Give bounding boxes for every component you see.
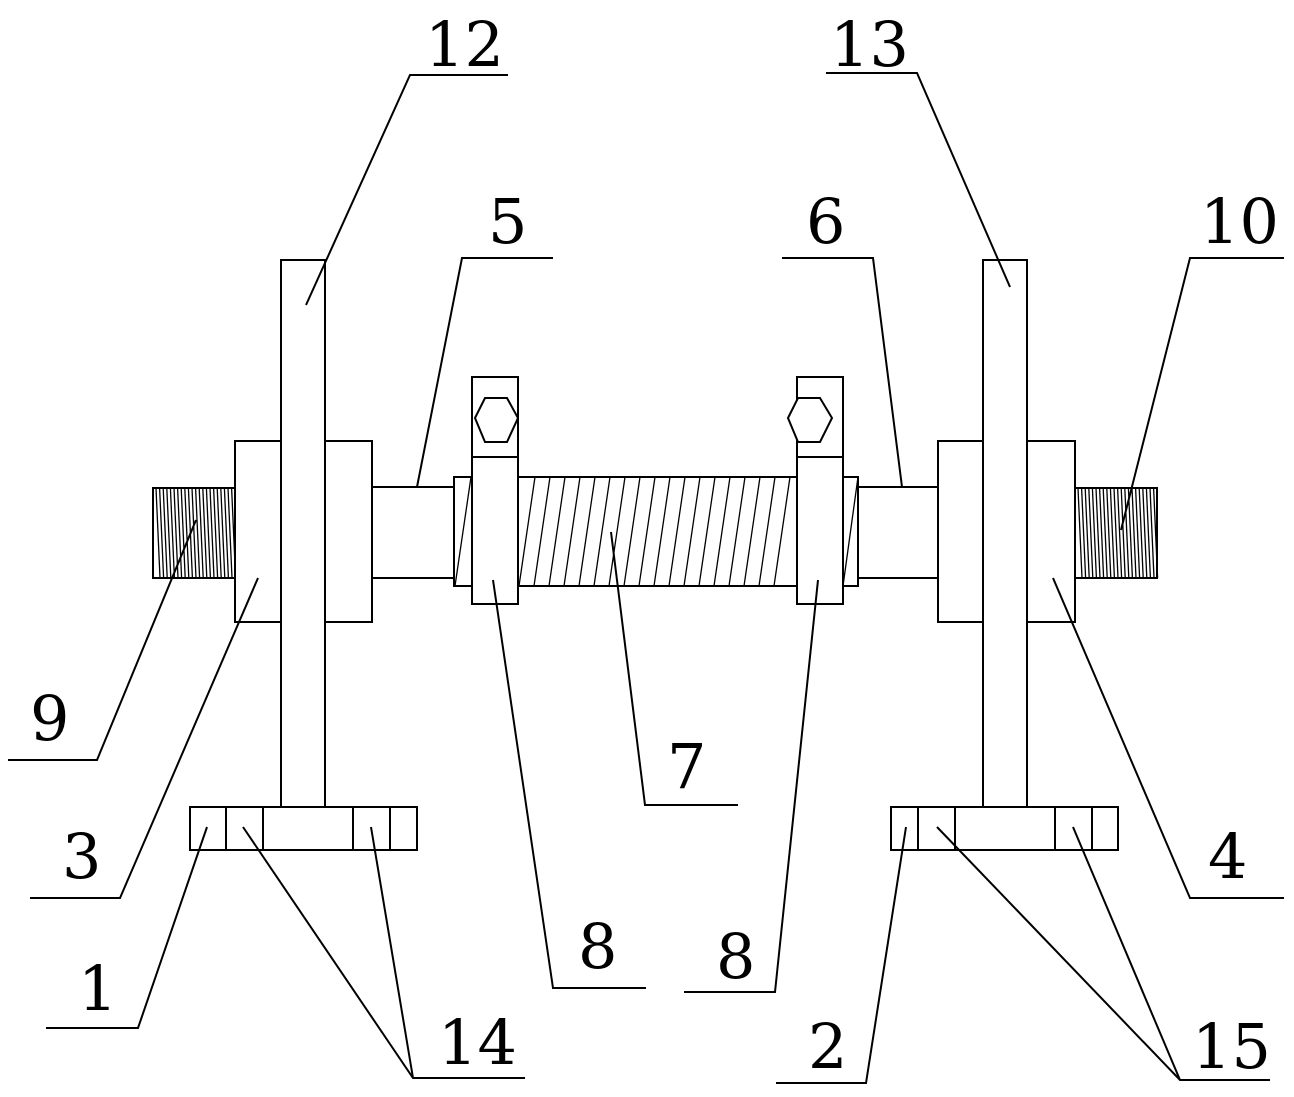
callout-14: 14 <box>438 1006 517 1079</box>
thread-line <box>1109 487 1116 579</box>
right-vertical-plate <box>982 259 1028 808</box>
thread-line <box>548 476 566 587</box>
thread-line <box>216 487 222 579</box>
leader-lines <box>8 72 1284 1084</box>
callout-7: 7 <box>667 730 706 803</box>
callout-5: 5 <box>488 185 527 258</box>
thread-line <box>162 487 168 579</box>
left-sleeve <box>371 486 455 579</box>
thread-line <box>1152 487 1159 579</box>
right-sleeve <box>857 486 939 579</box>
thread-line <box>1080 487 1087 579</box>
thread-line <box>773 476 791 587</box>
thread-line <box>563 476 581 587</box>
callout-2: 2 <box>808 1010 847 1083</box>
thread-line <box>1127 487 1134 579</box>
thread-line <box>608 476 626 587</box>
thread-line <box>638 476 656 587</box>
thread-line <box>1149 487 1155 579</box>
callout-6: 6 <box>806 185 845 258</box>
thread-line <box>169 487 176 579</box>
callout-15: 15 <box>1192 1010 1271 1083</box>
thread-line <box>683 476 701 587</box>
callout-3: 3 <box>62 820 101 893</box>
thread-line <box>166 487 172 579</box>
thread-line <box>198 487 204 579</box>
right-clamp <box>786 376 844 605</box>
callout-labels: 12 13 5 6 10 9 7 3 4 8 8 1 14 2 15 <box>30 8 1279 1083</box>
callout-9: 9 <box>30 682 69 755</box>
left-base-plate <box>189 806 418 851</box>
left-thread-rod <box>152 487 237 579</box>
thread-line <box>184 487 190 579</box>
thread-line <box>202 487 208 579</box>
thread-line <box>1131 487 1137 579</box>
right-base-plate <box>890 806 1119 851</box>
thread-line <box>728 476 746 587</box>
thread-line <box>533 476 551 587</box>
thread-line <box>1102 487 1108 579</box>
thread-line <box>158 487 165 579</box>
callout-12: 12 <box>425 8 504 81</box>
thread-line <box>220 487 226 579</box>
thread-line <box>1116 487 1123 579</box>
thread-line <box>180 487 186 579</box>
thread-line <box>1145 487 1152 579</box>
thread-line <box>842 476 859 587</box>
thread-line <box>743 476 761 587</box>
thread-line <box>653 476 671 587</box>
callout-8-right: 8 <box>716 920 755 993</box>
callout-8-left: 8 <box>578 910 617 983</box>
callout-1: 1 <box>78 952 117 1025</box>
thread-line <box>758 476 776 587</box>
thread-line <box>623 476 641 587</box>
thread-line <box>593 476 611 587</box>
thread-line <box>1120 487 1126 579</box>
thread-line <box>518 476 536 587</box>
thread-line <box>668 476 686 587</box>
thread-line <box>1142 487 1148 579</box>
callout-10: 10 <box>1200 185 1279 258</box>
center-screw <box>453 476 859 587</box>
thread-line <box>1134 487 1141 579</box>
thread-line <box>1124 487 1130 579</box>
thread-line <box>1095 487 1101 579</box>
callout-13: 13 <box>830 8 909 81</box>
thread-line <box>1138 487 1144 579</box>
thread-line <box>698 476 716 587</box>
callout-4: 4 <box>1208 820 1247 893</box>
thread-line <box>1088 487 1094 579</box>
thread-line <box>1077 487 1083 579</box>
thread-line <box>176 487 183 579</box>
thread-line <box>212 487 219 579</box>
thread-line <box>713 476 731 587</box>
thread-line <box>1098 487 1105 579</box>
thread-line <box>578 476 596 587</box>
thread-line <box>223 487 230 579</box>
left-clamp <box>471 376 520 605</box>
thread-line <box>454 476 472 587</box>
thread-line <box>191 487 197 579</box>
left-vertical-plate <box>280 259 326 808</box>
thread-line <box>205 487 212 579</box>
thread-line <box>1084 487 1090 579</box>
thread-line <box>194 487 201 579</box>
thread-line <box>227 487 233 579</box>
thread-line <box>1106 487 1112 579</box>
thread-line <box>1113 487 1119 579</box>
right-thread-rod <box>1074 487 1159 579</box>
thread-line <box>1091 487 1098 579</box>
thread-line <box>209 487 215 579</box>
thread-line <box>155 487 161 579</box>
